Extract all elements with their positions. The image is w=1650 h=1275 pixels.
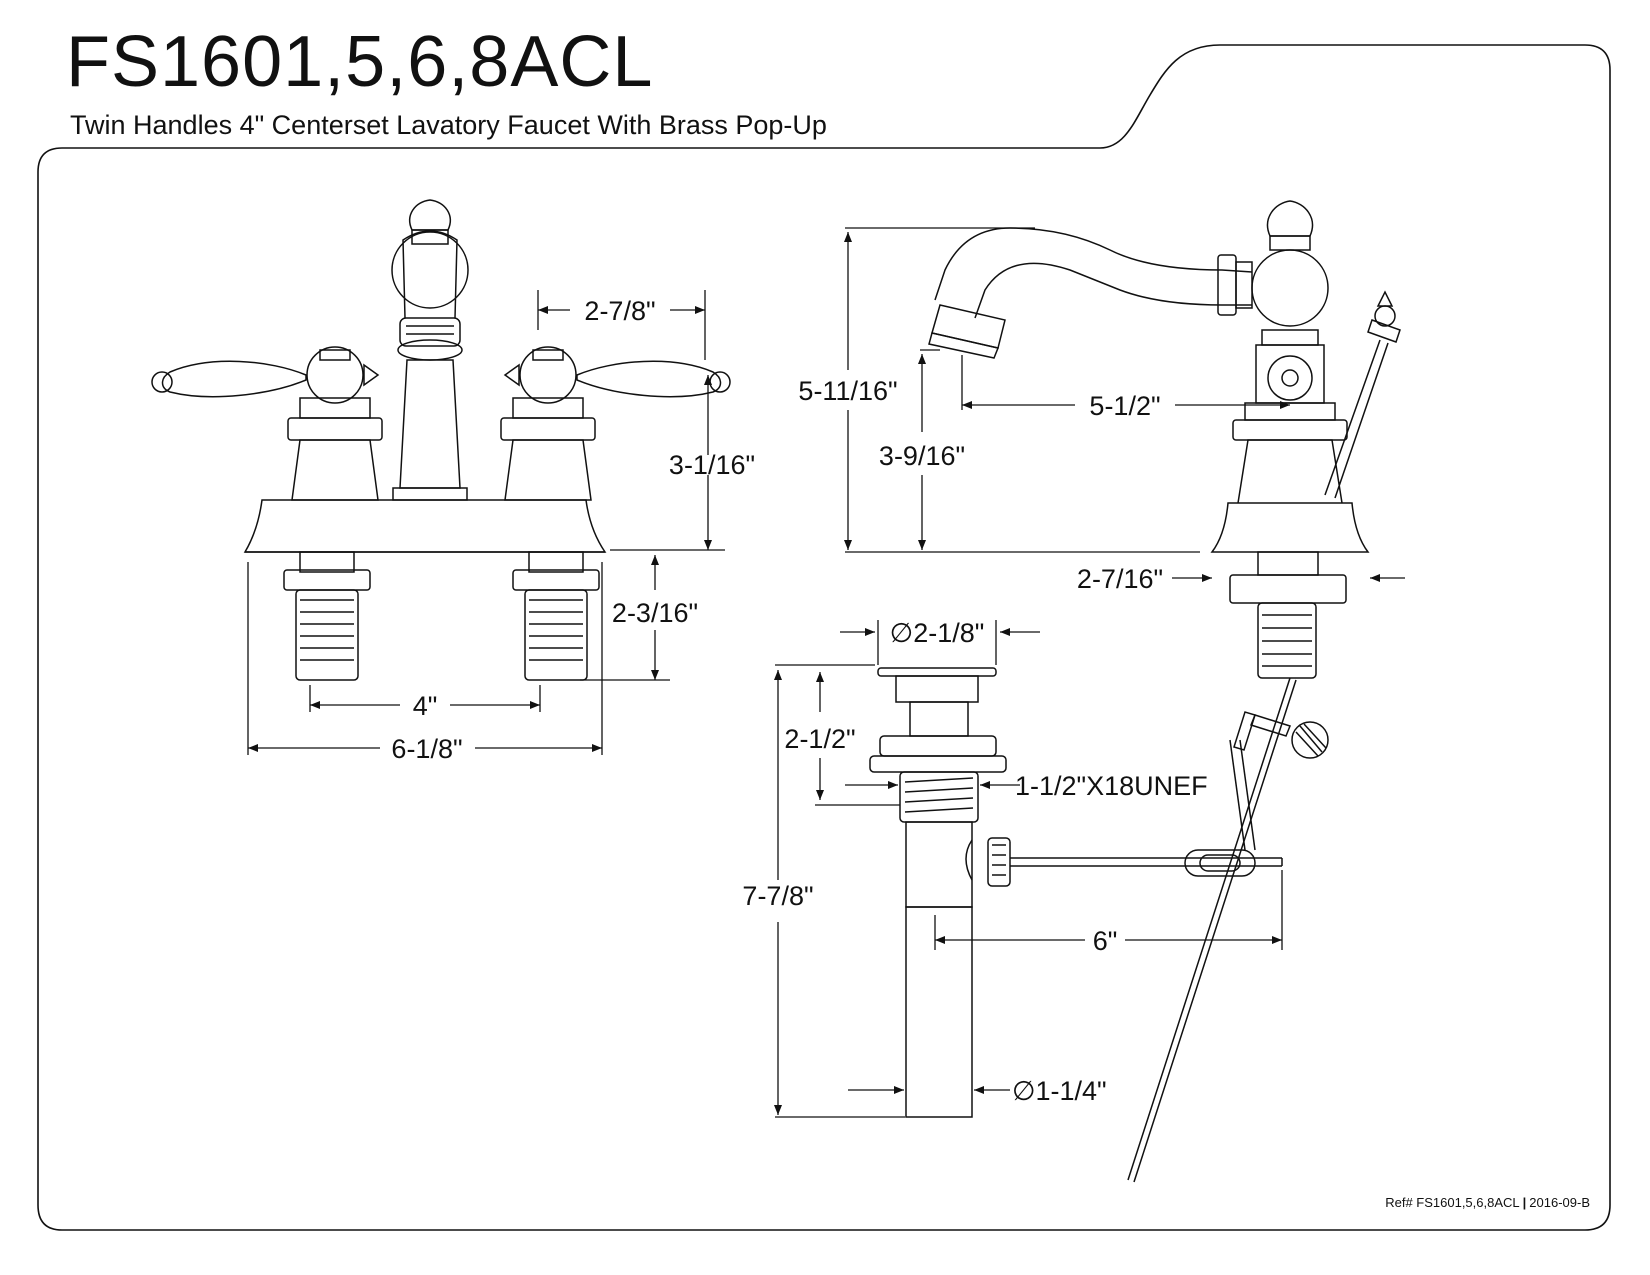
dim-drain-tail-dia: ∅1-1/4" <box>1012 1076 1107 1106</box>
dim-drain-thread: 1-1/2"X18UNEF <box>1015 771 1208 801</box>
lift-rod <box>1127 677 1291 1181</box>
center-spout <box>391 199 469 501</box>
dim-drain-overall-length: 7-7/8" <box>742 881 813 911</box>
drain-flange <box>877 667 997 677</box>
reference-date: 2016-09-B <box>1529 1195 1590 1210</box>
right-shank <box>512 551 600 681</box>
side-spout <box>934 227 1253 301</box>
side-view <box>844 200 1405 679</box>
drain-assembly <box>774 620 1329 1183</box>
dim-side-spout-height: 3-9/16" <box>879 441 965 471</box>
front-dimension-lines <box>247 290 725 755</box>
side-base <box>1210 502 1370 553</box>
subtitle: Twin Handles 4" Centerset Lavatory Fauce… <box>70 110 827 140</box>
dim-drain-flange-dia: ∅2-1/8" <box>890 618 985 648</box>
reference-separator: | <box>1522 1195 1527 1210</box>
dim-side-overall-height: 5-11/16" <box>798 376 897 406</box>
left-handle <box>151 346 383 501</box>
dim-drain-flange-height: 2-1/2" <box>784 724 855 754</box>
dim-front-overall-width: 6-1/8" <box>391 734 462 764</box>
dim-front-center: 4" <box>413 691 438 721</box>
dim-front-shank-length: 2-3/16" <box>612 598 698 628</box>
drawing-frame <box>37 44 1611 1231</box>
dim-front-height: 3-1/16" <box>669 450 755 480</box>
dim-handle-spacing-top: 2-7/8" <box>584 296 655 326</box>
dim-drain-rod-length: 6" <box>1093 926 1118 956</box>
side-dimension-lines <box>844 227 1405 582</box>
title: FS1601,5,6,8ACL <box>66 22 654 102</box>
drain-dimension-lines <box>774 620 1283 1118</box>
front-base <box>243 499 607 553</box>
left-shank <box>283 551 371 681</box>
right-handle <box>500 346 731 501</box>
reference-footer: Ref# FS1601,5,6,8ACL|2016-09-B <box>1385 1195 1590 1210</box>
dim-side-spout-reach: 5-1/2" <box>1089 391 1160 421</box>
dim-side-base-depth: 2-7/16" <box>1077 564 1163 594</box>
reference-number: Ref# FS1601,5,6,8ACL <box>1385 1195 1520 1210</box>
drain-tail-pipe <box>905 906 973 1118</box>
front-view <box>151 199 731 755</box>
